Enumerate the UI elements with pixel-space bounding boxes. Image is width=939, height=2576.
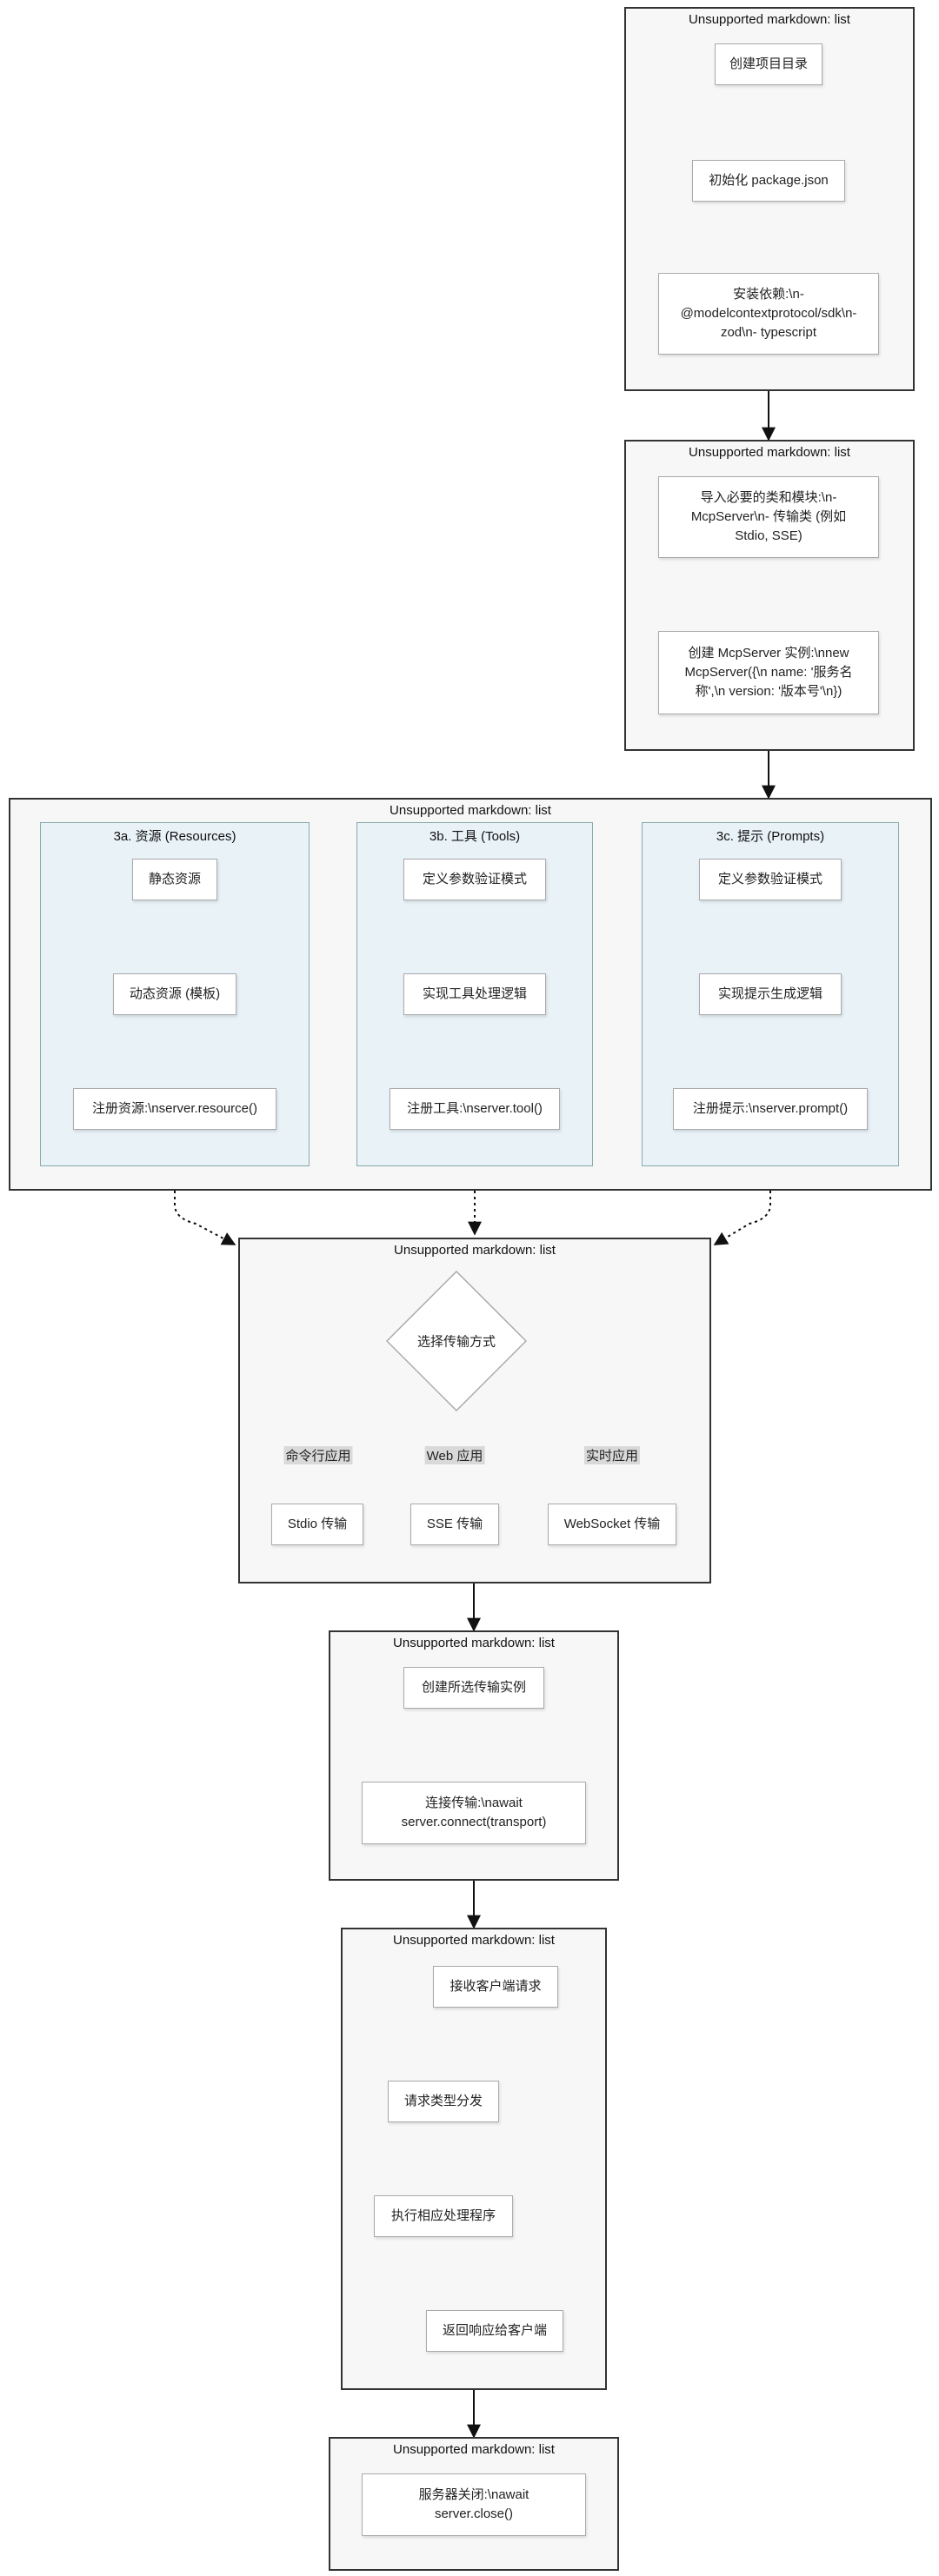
cluster-title: Unsupported markdown: list [390,803,551,818]
subcluster-title: 3c. 提示 (Prompts) [716,829,825,844]
edge-label-realtime: 实时应用 [583,1446,641,1464]
edge-prompts-to-transport [713,1166,771,1245]
node-tool-schema: 定义参数验证模式 [403,859,546,900]
node-register-prompt: 注册提示:\nserver.prompt() [673,1088,868,1130]
cluster-title: Unsupported markdown: list [393,1636,555,1650]
node-sse-transport: SSE 传输 [410,1504,499,1545]
cluster-title: Unsupported markdown: list [689,12,850,27]
node-install-deps: 安装依赖:\n- @modelcontextprotocol/sdk\n- zo… [658,273,879,355]
edge-label-web: Web 应用 [424,1446,485,1464]
cluster-title: Unsupported markdown: list [394,1243,556,1258]
subcluster-title: 3a. 资源 (Resources) [113,829,236,844]
node-create-instance: 创建 McpServer 实例:\nnew McpServer({\n name… [658,631,879,714]
edge-label-cli: 命令行应用 [283,1446,353,1464]
decision-diamond [386,1271,527,1411]
node-choose-transport: 选择传输方式 [416,1334,496,1350]
node-static-resource: 静态资源 [132,859,217,900]
node-register-resource: 注册资源:\nserver.resource() [73,1088,276,1130]
node-create-dir: 创建项目目录 [715,43,822,85]
node-stdio-transport: Stdio 传输 [271,1504,363,1545]
node-tool-logic: 实现工具处理逻辑 [403,973,546,1015]
edge-resources-to-transport [174,1166,236,1245]
node-return-response: 返回响应给客户端 [426,2310,563,2352]
node-create-transport: 创建所选传输实例 [403,1667,544,1709]
node-websocket-transport: WebSocket 传输 [548,1504,676,1545]
node-prompt-logic: 实现提示生成逻辑 [699,973,842,1015]
node-prompt-schema: 定义参数验证模式 [699,859,842,900]
node-import-modules: 导入必要的类和模块:\n- McpServer\n- 传输类 (例如 Stdio… [658,476,879,558]
cluster-title: Unsupported markdown: list [393,1933,555,1948]
node-receive-request: 接收客户端请求 [433,1966,558,2008]
node-init-package: 初始化 package.json [692,160,845,202]
node-dynamic-resource: 动态资源 (模板) [113,973,236,1015]
node-connect-transport: 连接传输:\nawait server.connect(transport) [362,1782,586,1844]
node-server-close: 服务器关闭:\nawait server.close() [362,2473,586,2536]
cluster-title: Unsupported markdown: list [689,445,850,460]
subcluster-title: 3b. 工具 (Tools) [429,829,521,844]
node-register-tool: 注册工具:\nserver.tool() [390,1088,560,1130]
node-dispatch-request: 请求类型分发 [388,2081,499,2122]
node-execute-handler: 执行相应处理程序 [374,2195,513,2237]
cluster-title: Unsupported markdown: list [393,2442,555,2457]
